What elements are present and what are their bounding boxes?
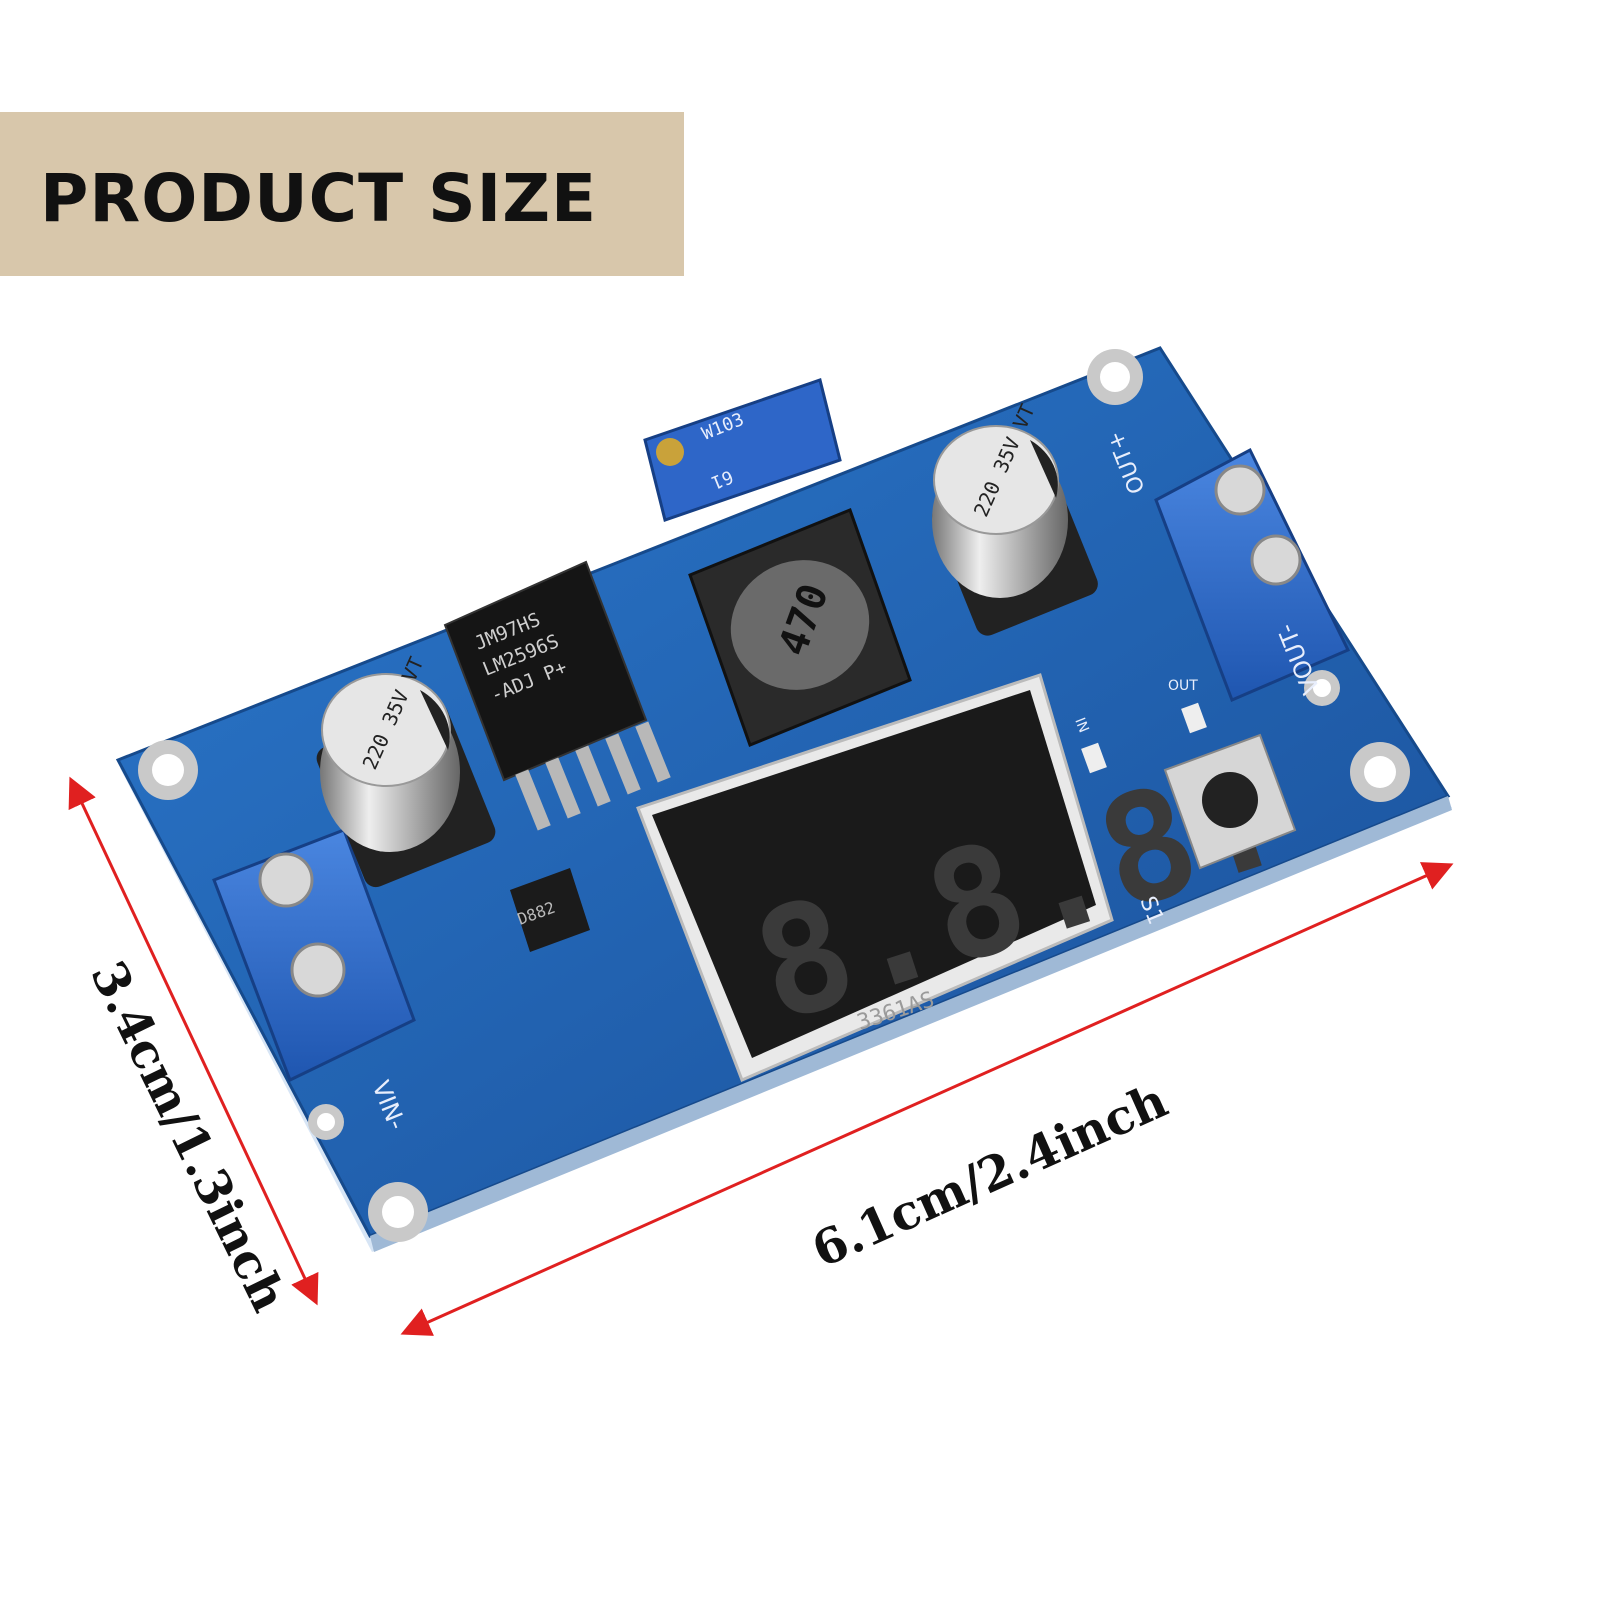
height-dimension-arrow: [68, 776, 319, 1306]
potentiometer: W103 61: [643, 378, 842, 522]
push-button: [1163, 733, 1297, 870]
mounting-hole: [308, 1104, 344, 1140]
regulator-chip: JM97HS LM2596S -ADJ P+: [443, 560, 671, 831]
inductor: 470: [688, 508, 912, 747]
led-out: [1181, 702, 1207, 734]
label-out: OUT: [1168, 678, 1198, 694]
capacitor-right: 220 35V VT: [932, 401, 1098, 636]
banner-title: PRODUCT SIZE: [40, 160, 598, 237]
mounting-hole: [138, 740, 198, 800]
width-dimension-label: 6.1cm/2.4inch: [804, 1073, 1176, 1279]
chip-pins: [515, 721, 671, 831]
mounting-hole: [1350, 742, 1410, 802]
led-in: [1081, 742, 1107, 774]
mounting-hole: [368, 1182, 428, 1242]
label-in: IN: [1071, 716, 1091, 736]
mounting-hole: [1087, 349, 1143, 405]
mounting-hole: [1304, 670, 1340, 706]
width-dimension-arrow: [400, 862, 1454, 1336]
capacitor-left: 220 35V VT: [316, 653, 496, 888]
output-terminal-block: [1154, 447, 1351, 702]
title-banner: PRODUCT SIZE: [0, 112, 684, 276]
